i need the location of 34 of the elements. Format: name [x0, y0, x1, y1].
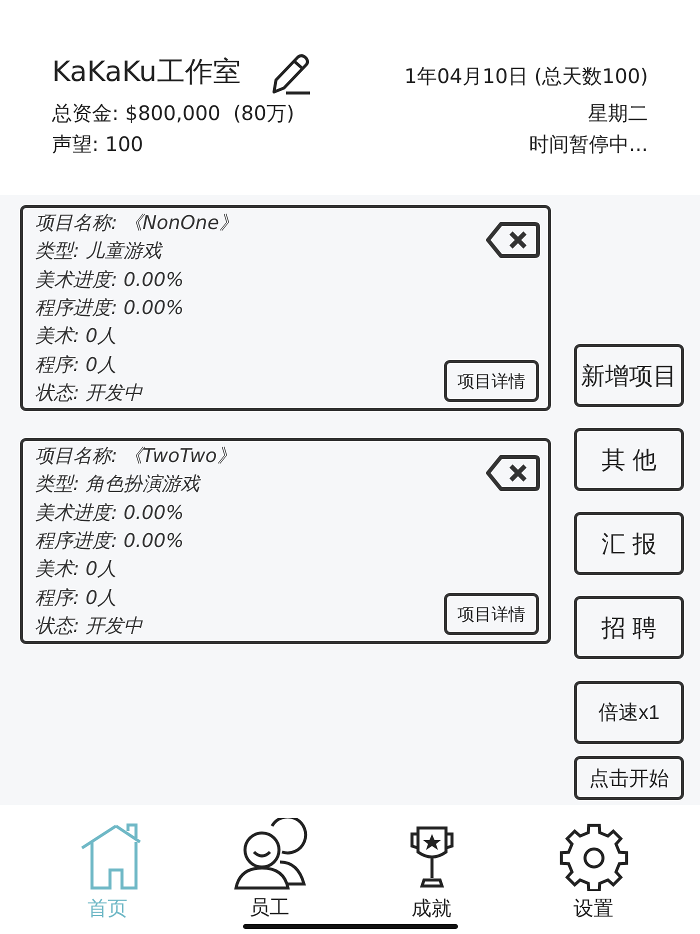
- project-info-text: 美术: 0人: [35, 557, 117, 582]
- tab-label: 成就: [412, 897, 452, 922]
- studio-name: KaKaKu工作室: [52, 58, 241, 86]
- add-project-button: 新增项目: [574, 344, 684, 407]
- start-button: 点击开始: [574, 756, 684, 800]
- other-button: 其 他: [574, 428, 684, 491]
- project-info-text: 状态: 开发中: [35, 380, 142, 406]
- weekday-text: 星期二: [588, 100, 648, 127]
- date-text: 1年04月10日 (总天数100): [404, 63, 648, 90]
- project-info-text: 状态: 开发中: [35, 614, 142, 639]
- tab-label: 设置: [574, 897, 614, 922]
- project-info-text: 类型: 角色扮演游戏: [35, 472, 200, 498]
- project-info-text: 程序: 0人: [35, 586, 117, 610]
- tab-label: 首页: [88, 897, 128, 922]
- project-info-text: 美术进度: 0.00%: [35, 268, 184, 293]
- time-status-text: 时间暂停中...: [528, 131, 648, 158]
- project-details-button: 项目详情: [444, 360, 539, 402]
- project-info-text: 程序进度: 0.00%: [35, 296, 184, 321]
- project-details-button: 项目详情: [444, 593, 539, 635]
- project-info-text: 美术进度: 0.00%: [35, 500, 184, 526]
- tab-label: 员工: [250, 896, 290, 921]
- project-info-text: 美术: 0人: [35, 324, 117, 350]
- project-info-text: 项目名称: 《NonOne》: [35, 211, 238, 236]
- reputation-text: 声望: 100: [52, 131, 144, 158]
- project-info-text: 项目名称: 《TwoTwo》: [35, 444, 236, 469]
- speed-button: 倍速x1: [574, 681, 684, 744]
- project-card: [20, 438, 551, 644]
- report-button: 汇 报: [574, 512, 684, 575]
- recruit-button: 招 聘: [574, 596, 684, 659]
- project-info-text: 程序: 0人: [35, 352, 117, 378]
- project-info-text: 类型: 儿童游戏: [35, 239, 162, 264]
- project-info-text: 程序进度: 0.00%: [35, 528, 184, 554]
- funds-text: 总资金: $800,000 (80万): [52, 100, 294, 127]
- project-card: [20, 205, 551, 411]
